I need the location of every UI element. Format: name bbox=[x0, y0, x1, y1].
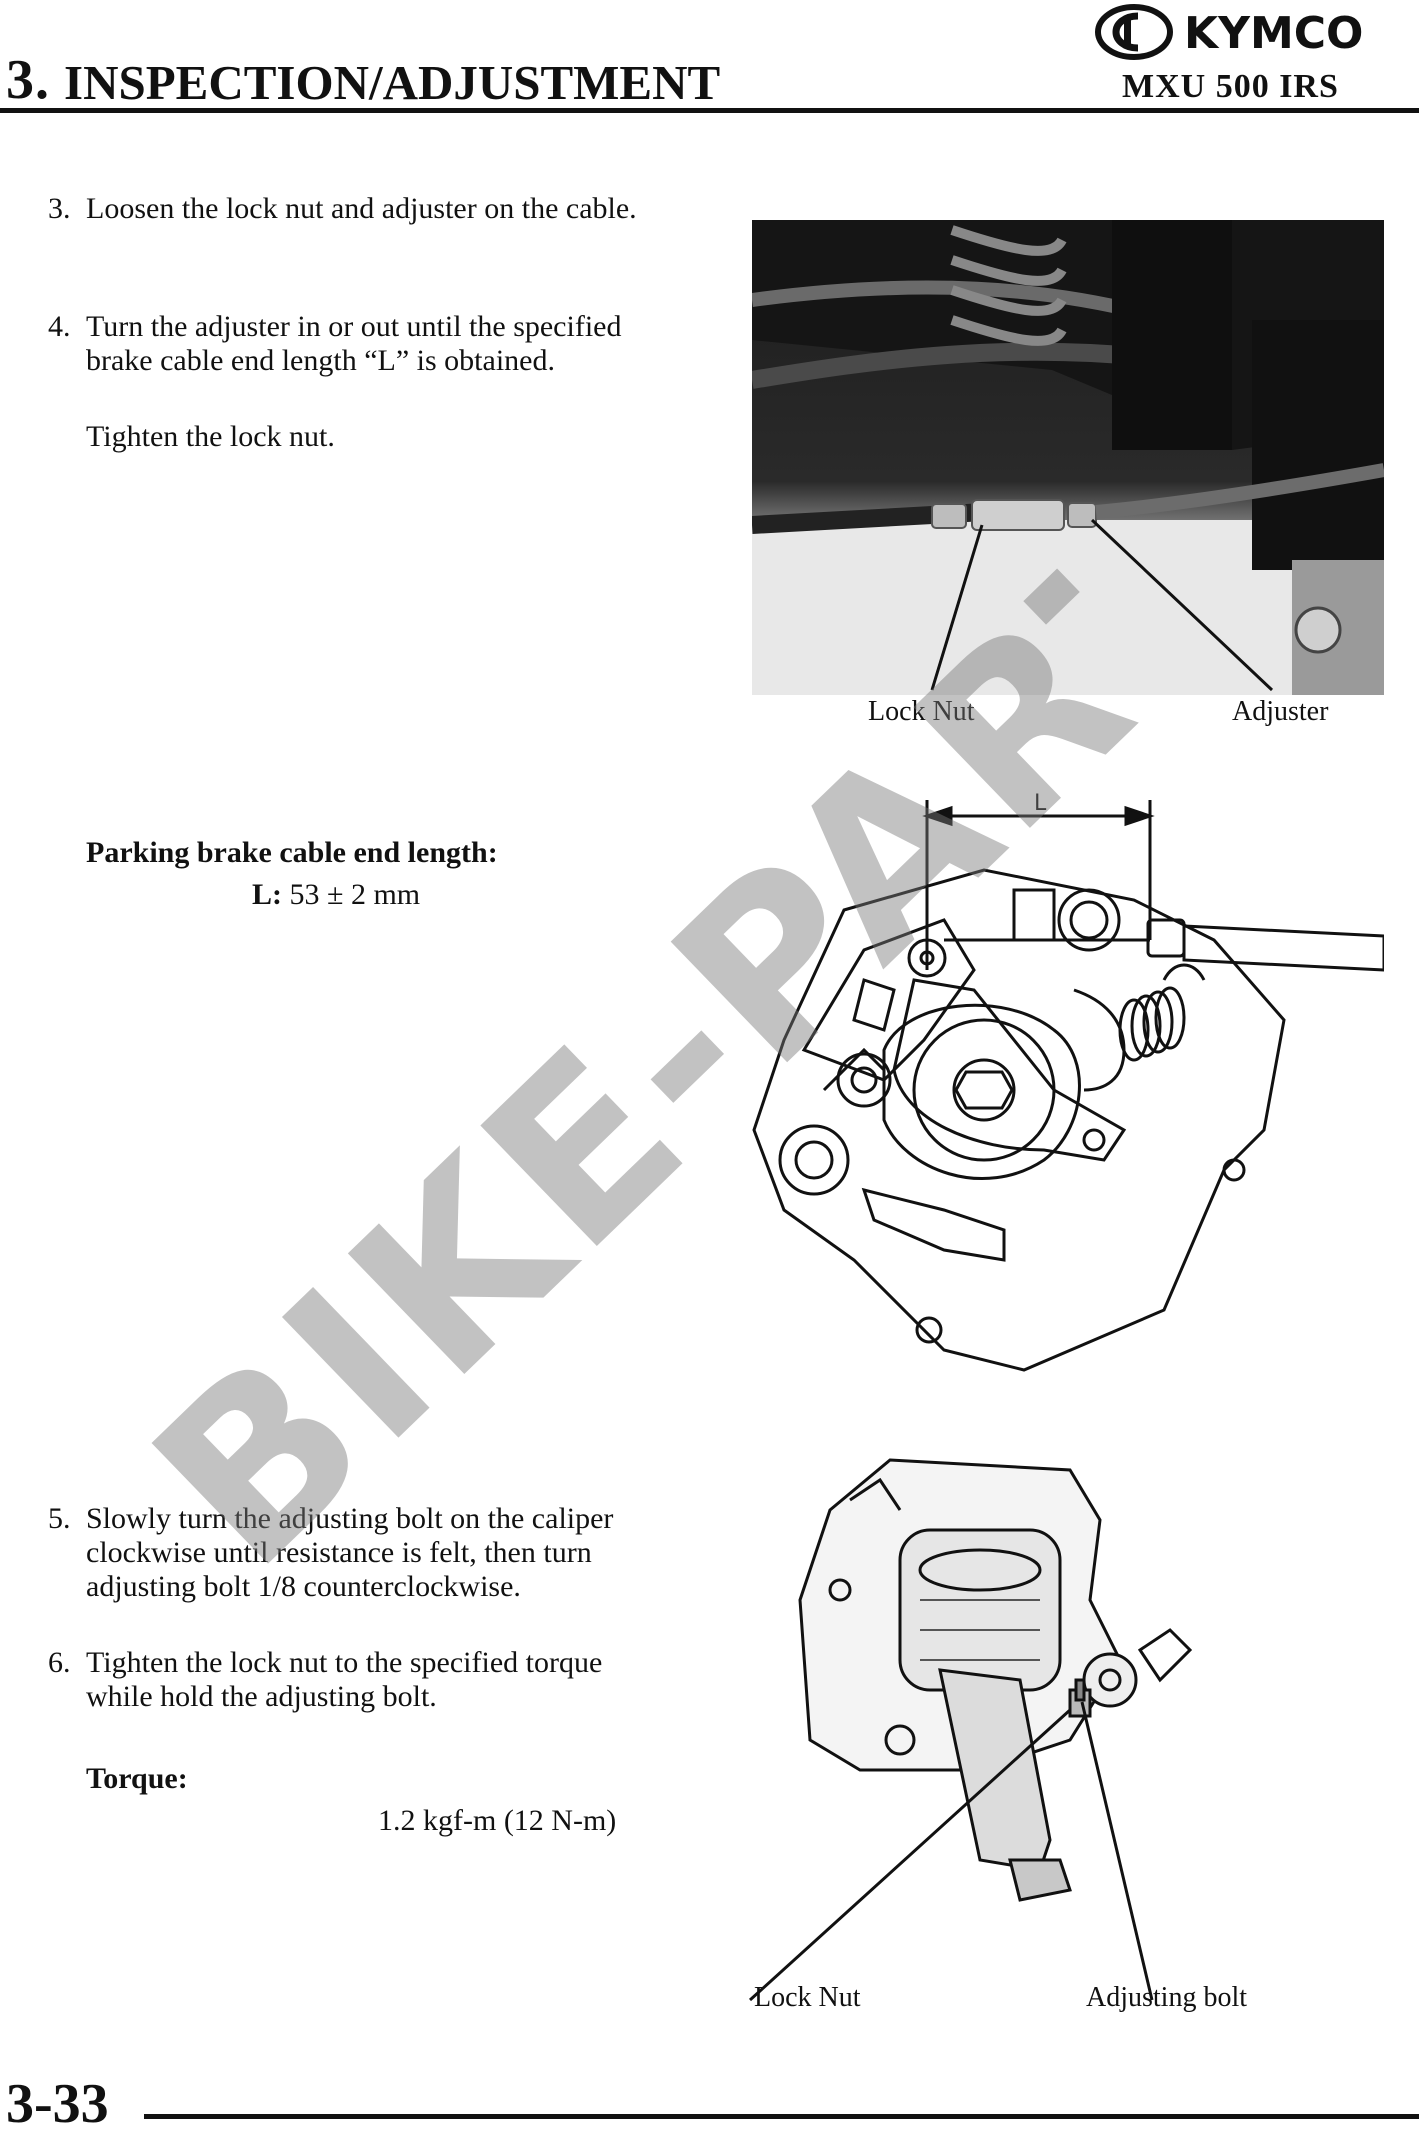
spec-value: 53 ± 2 mm bbox=[289, 878, 421, 911]
page-title: INSPECTION/ADJUSTMENT bbox=[64, 55, 721, 110]
step-number: 5. bbox=[48, 1502, 71, 1535]
spec-line: L: 53 ± 2 mm bbox=[252, 878, 420, 912]
spec-title: Parking brake cable end length: bbox=[86, 836, 498, 869]
dimension-label-l: L bbox=[1034, 791, 1047, 816]
step-text: Loosen the lock nut and adjuster on the … bbox=[86, 192, 637, 225]
step-4: 4. Turn the adjuster in or out until the… bbox=[48, 310, 648, 414]
step-number: 6. bbox=[48, 1646, 71, 1679]
caliper-adjusting-bolt-illustration bbox=[748, 1458, 1193, 2002]
header-rule bbox=[0, 108, 1419, 113]
cable-adjuster-photo bbox=[752, 220, 1384, 695]
section-number: 3. bbox=[6, 49, 50, 111]
step-text: Tighten the lock nut to the specified to… bbox=[86, 1646, 603, 1713]
footer-rule bbox=[144, 2114, 1419, 2119]
step-5: 5. Slowly turn the adjusting bolt on the… bbox=[48, 1502, 648, 1642]
page-number: 3-33 bbox=[6, 2073, 109, 2135]
brand-text: KYMCO bbox=[1184, 8, 1363, 59]
figure3-label-adjusting-bolt: Adjusting bolt bbox=[1086, 1982, 1248, 2013]
figure1-label-lock-nut: Lock Nut bbox=[868, 696, 975, 727]
model-name: MXU 500 IRS bbox=[1122, 68, 1339, 105]
torque-value: 1.2 kgf-m (12 N-m) bbox=[378, 1804, 617, 1837]
step-number: 3. bbox=[48, 192, 71, 225]
step-4-tighten: Tighten the lock nut. bbox=[86, 420, 335, 453]
step-number: 4. bbox=[48, 310, 71, 343]
step-3: 3. Loosen the lock nut and adjuster on t… bbox=[48, 192, 648, 262]
torque-title: Torque: bbox=[86, 1762, 188, 1795]
caliper-cable-diagram: L bbox=[752, 791, 1384, 1372]
figure3-label-lock-nut: Lock Nut bbox=[754, 1982, 861, 2013]
kymco-logo: KYMCO bbox=[1095, 4, 1363, 60]
step-text: Slowly turn the adjusting bolt on the ca… bbox=[86, 1502, 614, 1603]
figure1-label-adjuster: Adjuster bbox=[1232, 696, 1329, 727]
step-text: Turn the adjuster in or out until the sp… bbox=[86, 310, 622, 377]
spec-label: L: bbox=[252, 878, 282, 911]
step-6: 6. Tighten the lock nut to the specified… bbox=[48, 1646, 648, 1716]
